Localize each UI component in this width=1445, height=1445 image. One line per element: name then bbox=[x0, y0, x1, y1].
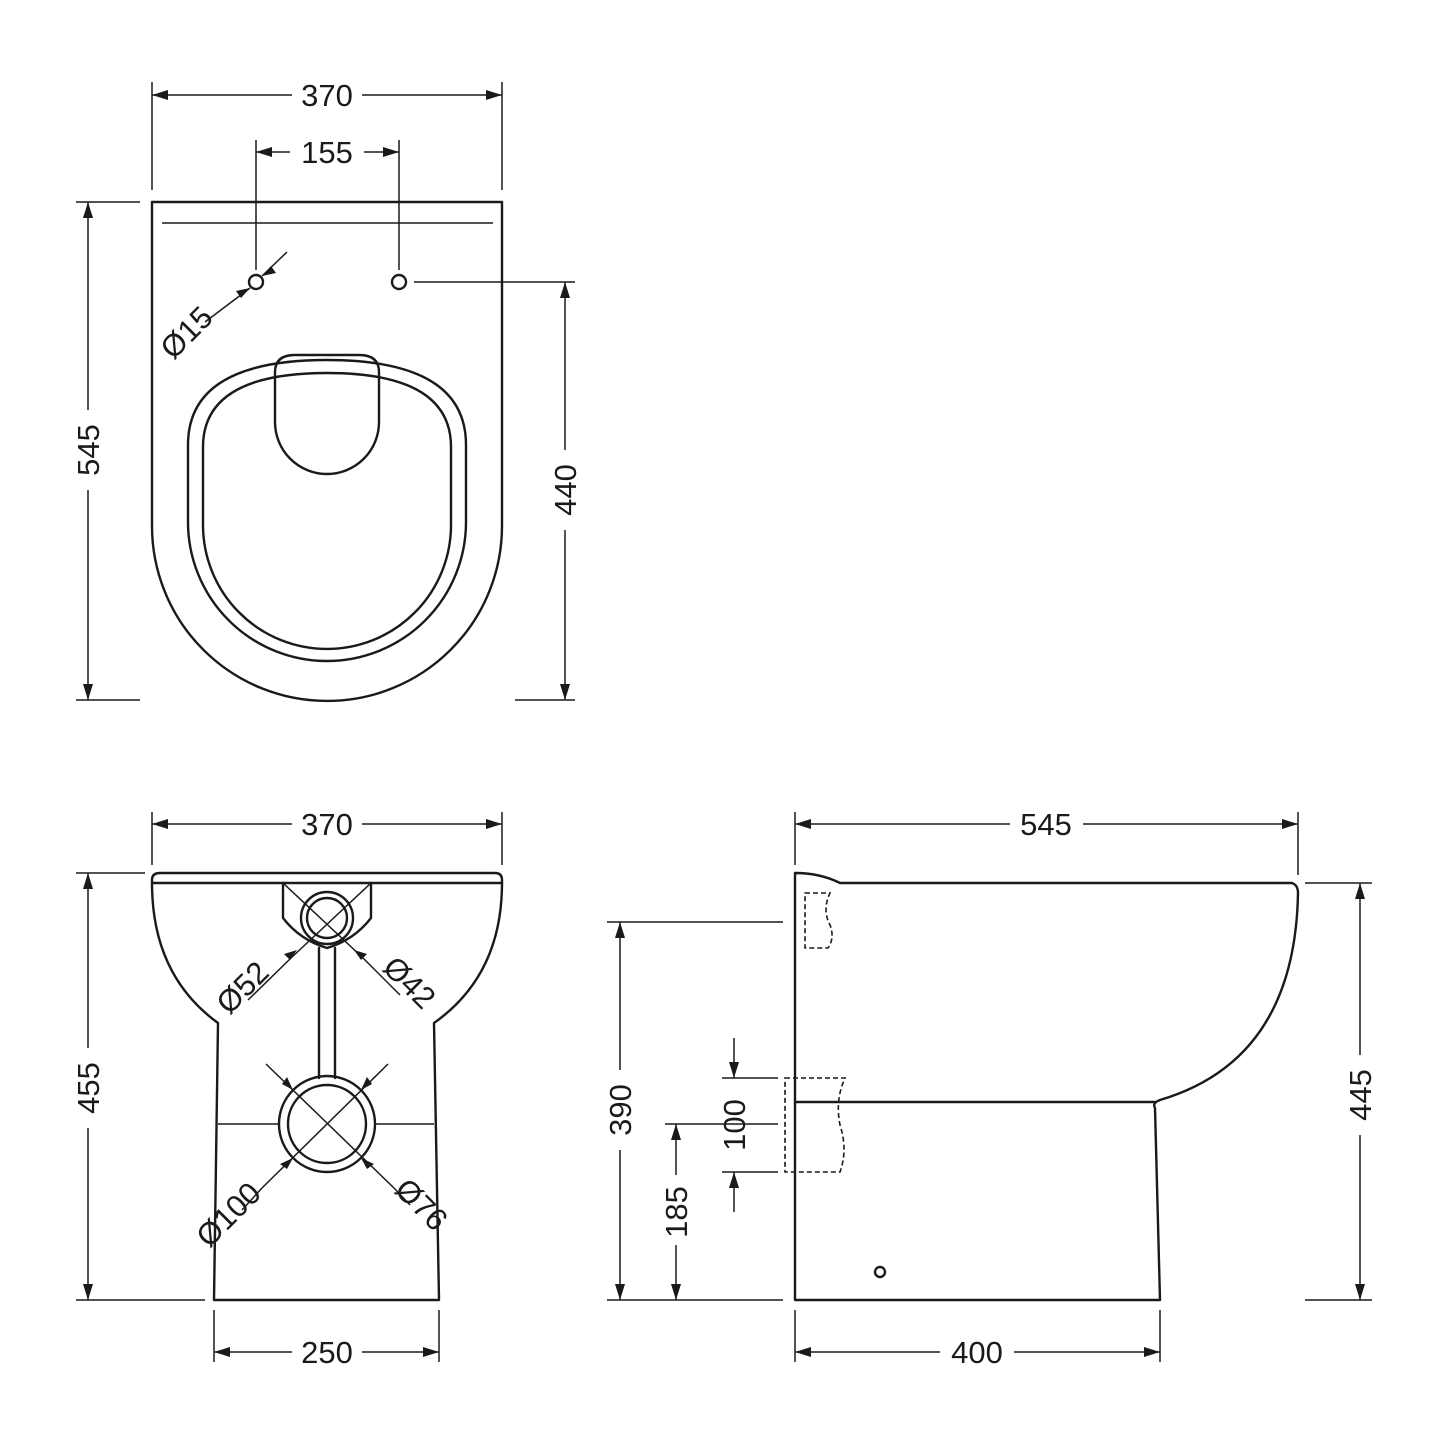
label-base-depth: 400 bbox=[951, 1335, 1003, 1370]
seat-inner-outline bbox=[201, 371, 453, 651]
outlet-hidden bbox=[784, 1077, 847, 1173]
front-view: Ø52 Ø42 Ø100 Ø76 370 bbox=[71, 807, 504, 1370]
label-inlet-outer: Ø52 bbox=[209, 954, 275, 1020]
label-front-height: 455 bbox=[71, 1062, 106, 1114]
dim-inlet-height: 390 bbox=[603, 921, 783, 1301]
dim-outlet-size: 100 bbox=[717, 1038, 778, 1212]
label-side-height: 445 bbox=[1343, 1069, 1378, 1121]
label-outlet-size: 100 bbox=[717, 1099, 752, 1151]
side-outline bbox=[793, 871, 1300, 1302]
dim-side-depth: 545 bbox=[794, 807, 1299, 875]
dim-side-height: 445 bbox=[1305, 882, 1378, 1301]
inlet-hidden bbox=[804, 892, 833, 949]
inlet-outer-ring bbox=[299, 890, 355, 946]
label-front-width: 370 bbox=[301, 807, 353, 842]
inlet-housing bbox=[281, 881, 373, 950]
dim-top-width: 370 bbox=[151, 78, 503, 190]
dim-front-height: 455 bbox=[71, 872, 205, 1301]
front-seat-lid bbox=[150, 871, 504, 885]
label-fixing-centres: 155 bbox=[301, 135, 353, 170]
dim-hole-to-front: 440 bbox=[414, 281, 583, 701]
label-top-width: 370 bbox=[301, 78, 353, 113]
dim-top-depth: 545 bbox=[71, 201, 140, 701]
side-view: 545 445 390 185 bbox=[603, 807, 1378, 1370]
inlet-diag-2 bbox=[290, 882, 372, 959]
label-base-width: 250 bbox=[301, 1335, 353, 1370]
outlet-outer-ring bbox=[277, 1074, 377, 1174]
dim-fixing-hole: Ø15 bbox=[153, 251, 288, 366]
side-fixing-hole bbox=[873, 1265, 887, 1279]
outlet-inner-ring bbox=[286, 1083, 368, 1165]
dim-base-width: 250 bbox=[213, 1310, 440, 1370]
bowl-opening bbox=[273, 353, 381, 476]
top-view-outline bbox=[150, 200, 504, 703]
dim-outlet-height: 185 bbox=[659, 1123, 778, 1300]
top-view: 370 155 Ø15 545 bbox=[71, 78, 583, 703]
label-outlet-outer: Ø100 bbox=[189, 1175, 267, 1253]
label-outlet-height: 185 bbox=[659, 1186, 694, 1238]
label-side-depth: 545 bbox=[1020, 807, 1072, 842]
label-fixing-hole: Ø15 bbox=[153, 299, 219, 365]
label-hole-to-front: 440 bbox=[548, 464, 583, 516]
fixing-hole-right bbox=[390, 273, 408, 291]
label-inlet-height: 390 bbox=[603, 1084, 638, 1136]
dim-front-width: 370 bbox=[151, 807, 503, 865]
label-inlet-inner: Ø42 bbox=[376, 949, 442, 1015]
label-outlet-inner: Ø76 bbox=[388, 1171, 454, 1237]
dim-fixing-centres: 155 bbox=[255, 135, 400, 270]
seat-outline bbox=[186, 358, 468, 663]
dim-base-depth: 400 bbox=[794, 1310, 1161, 1370]
inlet-diag-1 bbox=[282, 882, 364, 959]
label-top-depth: 545 bbox=[71, 424, 106, 476]
front-bowl-outline bbox=[150, 881, 504, 1302]
fixing-hole-left bbox=[247, 273, 265, 291]
inlet-inner-ring bbox=[305, 896, 349, 940]
